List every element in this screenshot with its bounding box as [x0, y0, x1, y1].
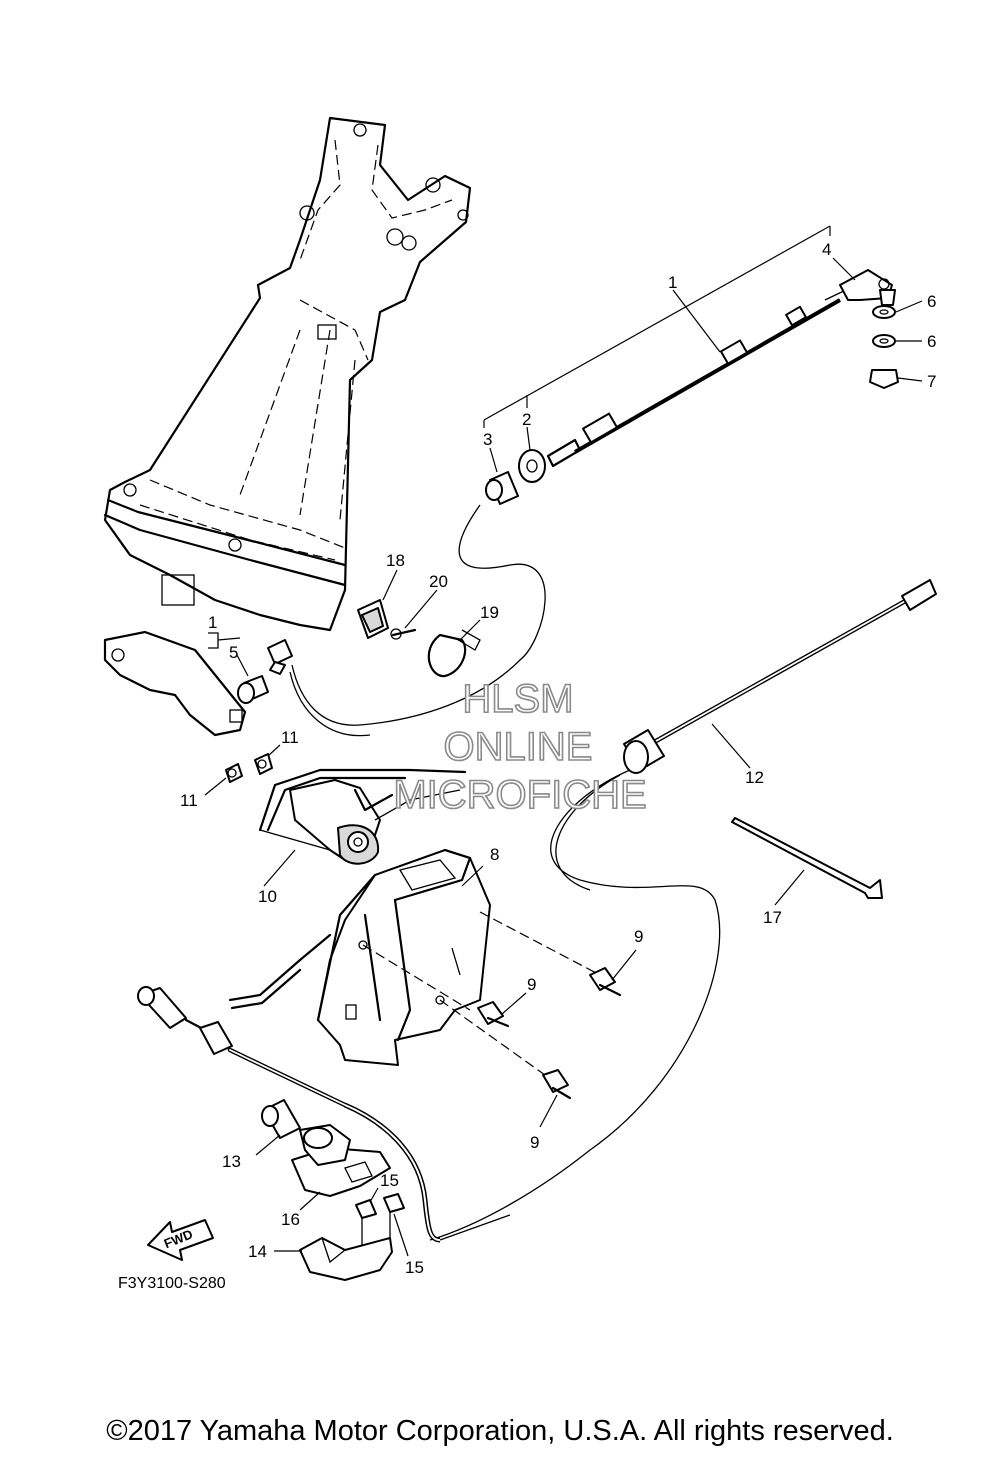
bracket-part-14	[299, 1237, 393, 1281]
nut-part-15b	[383, 1193, 405, 1213]
steering-column-casing	[103, 116, 472, 737]
nut-part-15a	[355, 1199, 377, 1219]
washer-part-2	[518, 449, 546, 483]
copyright-notice: ©2017 Yamaha Motor Corporation, U.S.A. A…	[106, 1415, 894, 1447]
callout-2: 2	[522, 410, 531, 429]
callout-11a: 11	[281, 728, 299, 747]
lower-cable-assembly	[137, 986, 511, 1243]
callout-bracket-1	[483, 225, 856, 428]
screw-part-11a	[225, 763, 243, 783]
remote-control-cable-upper	[546, 269, 896, 468]
callout-11b: 11	[180, 791, 198, 810]
callout-3: 3	[483, 430, 492, 449]
watermark-line-2: ONLINE	[444, 725, 593, 769]
callout-labels: 1 2 3 4 6 6 7 18 20 19 1 5 11 11 12 10 8…	[180, 240, 936, 1277]
callout-14: 14	[248, 1242, 267, 1261]
forward-direction-arrow-icon: FWD	[147, 1219, 214, 1261]
cable-guide-part-16	[291, 1124, 391, 1197]
callout-10: 10	[258, 887, 277, 906]
washer-part-6b	[872, 334, 896, 348]
control-box-part-8	[228, 848, 491, 1066]
callout-9a: 9	[634, 927, 643, 946]
cable-tie-part-17	[731, 817, 883, 899]
callout-1-upper: 1	[668, 273, 677, 292]
callout-19: 19	[480, 603, 499, 622]
callout-7: 7	[927, 372, 936, 391]
cable-lower-end-part-1	[208, 632, 293, 704]
switch-bracket-part-10	[258, 768, 467, 865]
bolts-part-9	[362, 911, 622, 1100]
callout-1-lower: 1	[208, 613, 217, 632]
callout-20: 20	[429, 572, 448, 591]
callout-9c: 9	[530, 1133, 539, 1152]
callout-4: 4	[822, 240, 831, 259]
callout-5: 5	[229, 643, 238, 662]
remote-control-cable-part-12	[429, 579, 937, 1241]
washer-part-6a	[872, 305, 896, 319]
watermark-line-1: HLSM	[462, 677, 573, 721]
band-part-19	[427, 633, 467, 678]
figure-code: F3Y3100-S280	[118, 1275, 226, 1292]
callout-16: 16	[281, 1210, 300, 1229]
callout-15a: 15	[380, 1171, 399, 1190]
callout-8: 8	[490, 845, 499, 864]
pin-part-20	[391, 628, 417, 637]
callout-18: 18	[386, 551, 405, 570]
callout-9b: 9	[527, 975, 536, 994]
watermark-line-3: MICROFICHE	[393, 773, 646, 817]
watermark: HLSM ONLINE MICROFICHE	[393, 676, 648, 818]
callout-6b: 6	[927, 332, 936, 351]
callout-12: 12	[745, 768, 764, 787]
callout-13: 13	[222, 1152, 241, 1171]
nut-part-7	[869, 369, 899, 389]
cable-routing-line	[291, 504, 546, 726]
callout-15b: 15	[405, 1258, 424, 1277]
callout-6a: 6	[927, 292, 936, 311]
callout-17: 17	[763, 908, 782, 927]
screw-part-11b	[254, 753, 273, 775]
